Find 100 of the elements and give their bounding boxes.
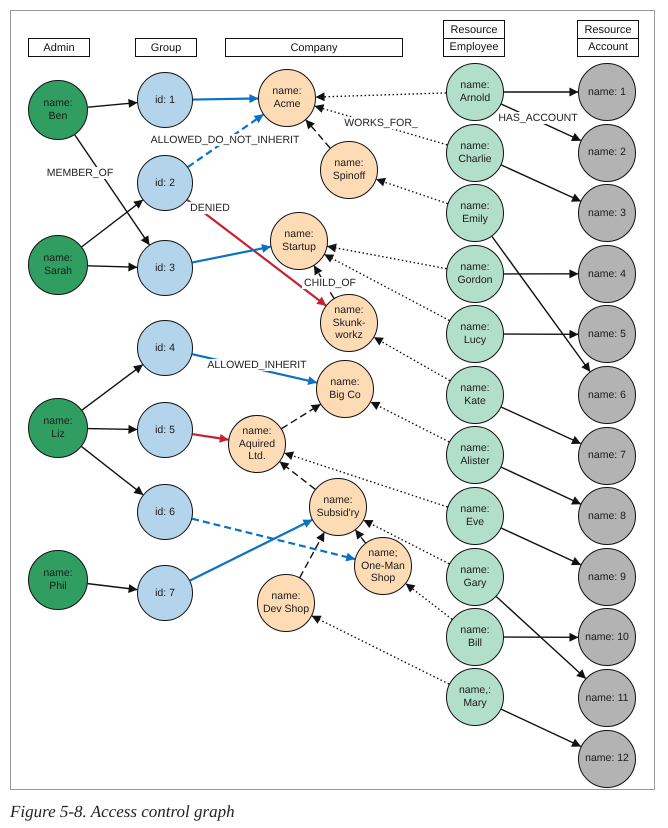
node-label: name: Skunk-workz	[332, 304, 366, 342]
node-label: id: 3	[155, 262, 175, 274]
node-label: name: Charlie	[458, 140, 492, 166]
arrow	[192, 244, 271, 264]
arrow	[316, 92, 446, 102]
node-label: name: 11	[586, 692, 628, 704]
column-header: Group	[135, 38, 197, 57]
node-label: name: Kate	[460, 382, 490, 408]
edge-label: ALLOWED_DO_NOT_INHERIT	[148, 134, 302, 146]
node-label: name: Startup	[282, 228, 316, 254]
arrow	[504, 632, 578, 642]
node-label: name: Gary	[460, 564, 490, 590]
node-label: name,: Mary	[458, 684, 492, 710]
edge-label: ALLOWED_INHERIT	[205, 359, 309, 371]
node-label: id: 4	[155, 342, 175, 354]
arrow	[82, 364, 143, 411]
column-header: Resource	[577, 20, 639, 39]
figure-caption: Figure 5-8. Access control graph	[10, 802, 235, 822]
arrow	[279, 461, 316, 490]
node-label: name: 10	[585, 631, 629, 644]
arrow	[192, 433, 229, 443]
node-label: name: Gordon	[457, 261, 493, 287]
node-label: name: 4	[588, 268, 626, 280]
node-label: name: 5	[588, 328, 626, 341]
node-label: name: Subsid'ry	[316, 494, 360, 520]
arrow	[88, 98, 138, 108]
node-label: name: 3	[588, 206, 626, 220]
node-label: name: Dev Shop	[262, 590, 310, 616]
node-label: name: Phil	[43, 567, 73, 593]
arrow	[496, 596, 586, 679]
arrow	[406, 583, 452, 620]
column-header: Account	[577, 38, 639, 57]
arrow	[355, 530, 366, 544]
arrow	[491, 236, 591, 372]
node-label: name: Eve	[460, 503, 490, 529]
arrow	[504, 330, 578, 339]
arrow	[81, 199, 144, 248]
arrow	[500, 708, 582, 747]
arrow	[376, 178, 448, 204]
arrow	[81, 446, 144, 496]
node-label: id: 1	[155, 94, 175, 106]
edge-label: DENIED	[188, 202, 232, 214]
node-label: name: 8	[588, 510, 626, 522]
column-header: Employee	[443, 38, 505, 57]
node-label: name: Aquired Ltd.	[238, 425, 276, 463]
arrow	[299, 532, 325, 578]
node-label: name: Emily	[460, 200, 490, 226]
edge-label: WORKS_FOR_	[342, 117, 420, 129]
arrow	[504, 269, 578, 278]
node-circle	[446, 548, 504, 606]
arrow	[327, 244, 447, 270]
arrow	[190, 518, 313, 582]
column-header: Resource	[443, 20, 505, 39]
arrow	[192, 518, 356, 562]
arrow	[186, 199, 327, 306]
edge-label: CHILD_OF	[302, 277, 358, 289]
node-label: name: 1	[588, 86, 626, 98]
node-label: name: Bill	[460, 624, 490, 650]
edge-label: MEMBER_OF	[44, 167, 116, 179]
node-circle	[320, 294, 378, 352]
node-circle	[354, 537, 412, 595]
column-header: Admin	[28, 38, 90, 57]
arrow	[187, 114, 264, 168]
edge-label: HAS_ACCOUNT	[496, 112, 580, 124]
arrow	[501, 528, 582, 566]
node-label: name: Ben	[43, 97, 73, 123]
node-label: name: Liz	[43, 415, 73, 441]
arrow	[501, 164, 582, 202]
arrow	[281, 404, 321, 430]
node-label: name: Lucy	[460, 321, 490, 347]
node-label: name: Big Co	[329, 376, 361, 402]
node-circle	[270, 212, 328, 270]
node-label: name: 2	[588, 146, 626, 159]
arrow	[370, 402, 450, 442]
node-circle	[137, 155, 193, 211]
node-label: name: Sarah	[43, 252, 73, 278]
node-label: name: 9	[588, 570, 626, 584]
node-label: id: 5	[155, 424, 175, 436]
arrow	[374, 336, 450, 382]
node-label: name: 12	[585, 752, 629, 765]
column-header: Company	[225, 38, 403, 57]
arrow	[284, 452, 448, 508]
arrow	[88, 262, 138, 272]
node-label: name: Acme	[272, 85, 302, 111]
arrow	[324, 254, 450, 322]
node-circle	[309, 478, 367, 536]
arrow	[192, 94, 258, 104]
node-label: name: Alister	[460, 442, 490, 468]
arrow	[363, 520, 450, 564]
node-label: name: Spinoff	[332, 157, 366, 183]
arrow	[312, 615, 450, 685]
node-label: name; One-Man Shop	[360, 547, 406, 585]
node-label: name: Arnold	[460, 79, 490, 105]
node-label: name: 7	[588, 449, 626, 462]
arrow	[305, 120, 331, 148]
node-label: name: 6	[588, 388, 626, 402]
arrow	[74, 134, 150, 246]
arrow	[504, 88, 578, 96]
node-label: id: 2	[155, 176, 175, 190]
arrow	[88, 582, 138, 594]
